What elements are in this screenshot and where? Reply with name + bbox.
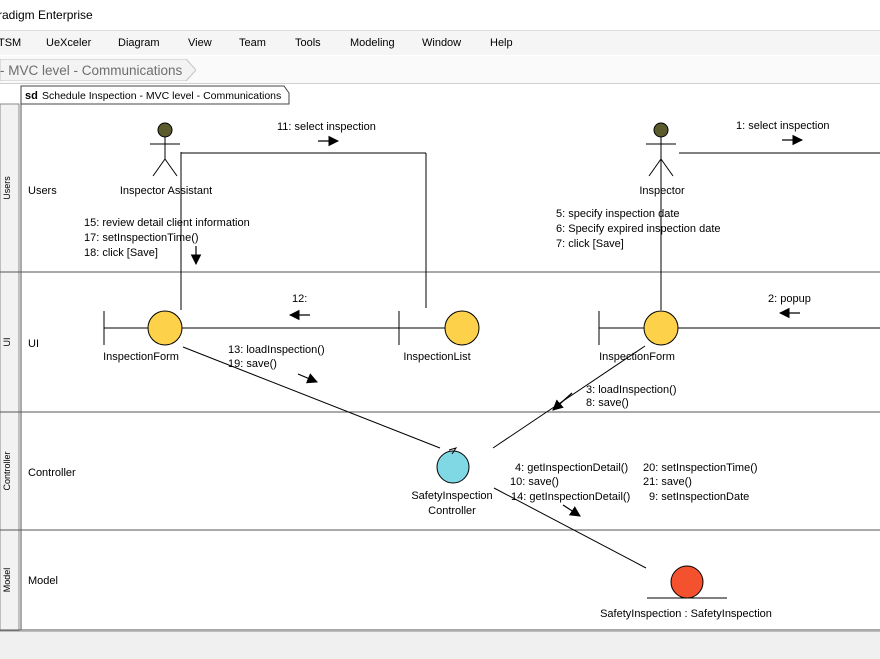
- msg-3: 3: loadInspection(): [586, 384, 677, 396]
- menu-bar: TSM UeXceler Diagram View Team Tools Mod…: [0, 31, 880, 55]
- control-label-line1: SafetyInspection: [411, 490, 492, 502]
- frame-title-tab[interactable]: sd Schedule Inspection - MVC level - Com…: [20, 85, 290, 105]
- menu-view[interactable]: View: [188, 37, 212, 49]
- menu-tsm[interactable]: TSM: [0, 37, 22, 49]
- control-label-line2: Controller: [428, 505, 476, 517]
- msg-1: 1: select inspection: [736, 120, 830, 132]
- msg-14: 14: getInspectionDetail(): [511, 491, 630, 503]
- msg-6: 6: Specify expired inspection date: [556, 223, 721, 235]
- diagram-canvas[interactable]: Users UI Controller Model Users UI Contr…: [0, 84, 880, 632]
- connectors: [180, 152, 880, 569]
- link-controller-entity: [493, 487, 647, 569]
- actor-leg-left: [648, 158, 662, 177]
- menu-window[interactable]: Window: [422, 37, 462, 49]
- lane-label-model: Model: [28, 575, 58, 587]
- menu-modeling[interactable]: Modeling: [350, 37, 395, 49]
- frame-tab-shape: [20, 85, 290, 105]
- app-title: radigm Enterprise: [0, 8, 93, 22]
- msg-15: 15: review detail client information: [84, 217, 250, 229]
- lane-label-controller: Controller: [28, 467, 76, 479]
- boundary-circle: [444, 310, 480, 346]
- breadcrumb-item-diagram[interactable]: - MVC level - Communications: [0, 59, 196, 81]
- breadcrumb-chevron-shape: [0, 59, 196, 81]
- menu-tools[interactable]: Tools: [295, 37, 321, 49]
- boundary-inspection-form-right[interactable]: InspectionForm: [598, 310, 679, 363]
- lane-header-model: Model: [2, 568, 12, 593]
- frame-title: Schedule Inspection - MVC level - Commun…: [42, 90, 281, 102]
- lane-label-users: Users: [28, 185, 57, 197]
- msg-5: 5: specify inspection date: [556, 208, 680, 220]
- msg-4: 4: getInspectionDetail(): [515, 462, 628, 474]
- msg-12: 12:: [292, 293, 307, 305]
- message-labels: 11: select inspection 1: select inspecti…: [84, 120, 830, 503]
- boundary-inspection-form-left[interactable]: InspectionForm: [103, 310, 183, 363]
- menu-team[interactable]: Team: [239, 37, 266, 49]
- actor-label: Inspector Assistant: [120, 185, 212, 197]
- msg-17: 17: setInspectionTime(): [84, 232, 199, 244]
- title-bar: radigm Enterprise: [0, 0, 880, 31]
- entity-circle: [670, 565, 704, 599]
- frame-kind: sd: [25, 90, 38, 102]
- message-arrows: [190, 134, 804, 517]
- actor-head: [653, 122, 669, 138]
- msg-10: 10: save(): [510, 476, 559, 488]
- actor-leg-right: [164, 158, 178, 177]
- lane-label-ui: UI: [28, 338, 39, 350]
- control-arrowhead: [448, 447, 458, 455]
- boundary-circle: [147, 310, 183, 346]
- control-safety-inspection-controller[interactable]: SafetyInspection Controller: [411, 447, 493, 517]
- actor-inspector[interactable]: Inspector: [639, 122, 685, 197]
- menu-diagram[interactable]: Diagram: [118, 37, 160, 49]
- actor-label: Inspector: [639, 185, 685, 197]
- arrow-m13: [297, 373, 318, 384]
- boundary-circle: [643, 310, 679, 346]
- control-circle: [436, 450, 470, 484]
- msg-8: 8: save(): [586, 397, 629, 409]
- breadcrumb-label: - MVC level - Communications: [0, 63, 183, 78]
- msg-7: 7: click [Save]: [556, 238, 624, 250]
- msg-13: 13: loadInspection(): [228, 344, 325, 356]
- status-bar: [0, 631, 880, 659]
- msg-11: 11: select inspection: [277, 121, 376, 133]
- actor-head: [157, 122, 173, 138]
- menu-help[interactable]: Help: [490, 37, 513, 49]
- breadcrumb: - MVC level - Communications: [0, 56, 880, 84]
- lane-header-users: Users: [2, 176, 12, 200]
- boundary-label: InspectionForm: [599, 351, 675, 363]
- boundary-label: InspectionForm: [103, 351, 179, 363]
- msg-9: 9: setInspectionDate: [649, 491, 749, 503]
- boundary-inspection-list[interactable]: InspectionList: [398, 310, 480, 363]
- actor-leg-left: [152, 158, 166, 177]
- entity-safety-inspection[interactable]: SafetyInspection : SafetyInspection: [600, 565, 772, 620]
- actor-inspector-assistant[interactable]: Inspector Assistant: [120, 122, 212, 197]
- communication-diagram[interactable]: Users UI Controller Model Users UI Contr…: [0, 84, 880, 632]
- link-form-right-controller: [492, 345, 646, 449]
- actor-leg-right: [660, 158, 674, 177]
- msg-18: 18: click [Save]: [84, 247, 158, 259]
- menu-uexceler[interactable]: UeXceler: [46, 37, 92, 49]
- msg-19: 19: save(): [228, 358, 277, 370]
- msg-21: 21: save(): [643, 476, 692, 488]
- msg-20: 20: setInspectionTime(): [643, 462, 758, 474]
- entity-label: SafetyInspection : SafetyInspection: [600, 608, 772, 620]
- msg-2: 2: popup: [768, 293, 811, 305]
- boundary-label: InspectionList: [403, 351, 470, 363]
- link-form-controller: [182, 346, 441, 449]
- lane-header-controller: Controller: [2, 451, 12, 490]
- arrow-m4: [562, 504, 581, 517]
- lane-header-ui: UI: [2, 338, 12, 347]
- arrow-m3: [552, 392, 573, 411]
